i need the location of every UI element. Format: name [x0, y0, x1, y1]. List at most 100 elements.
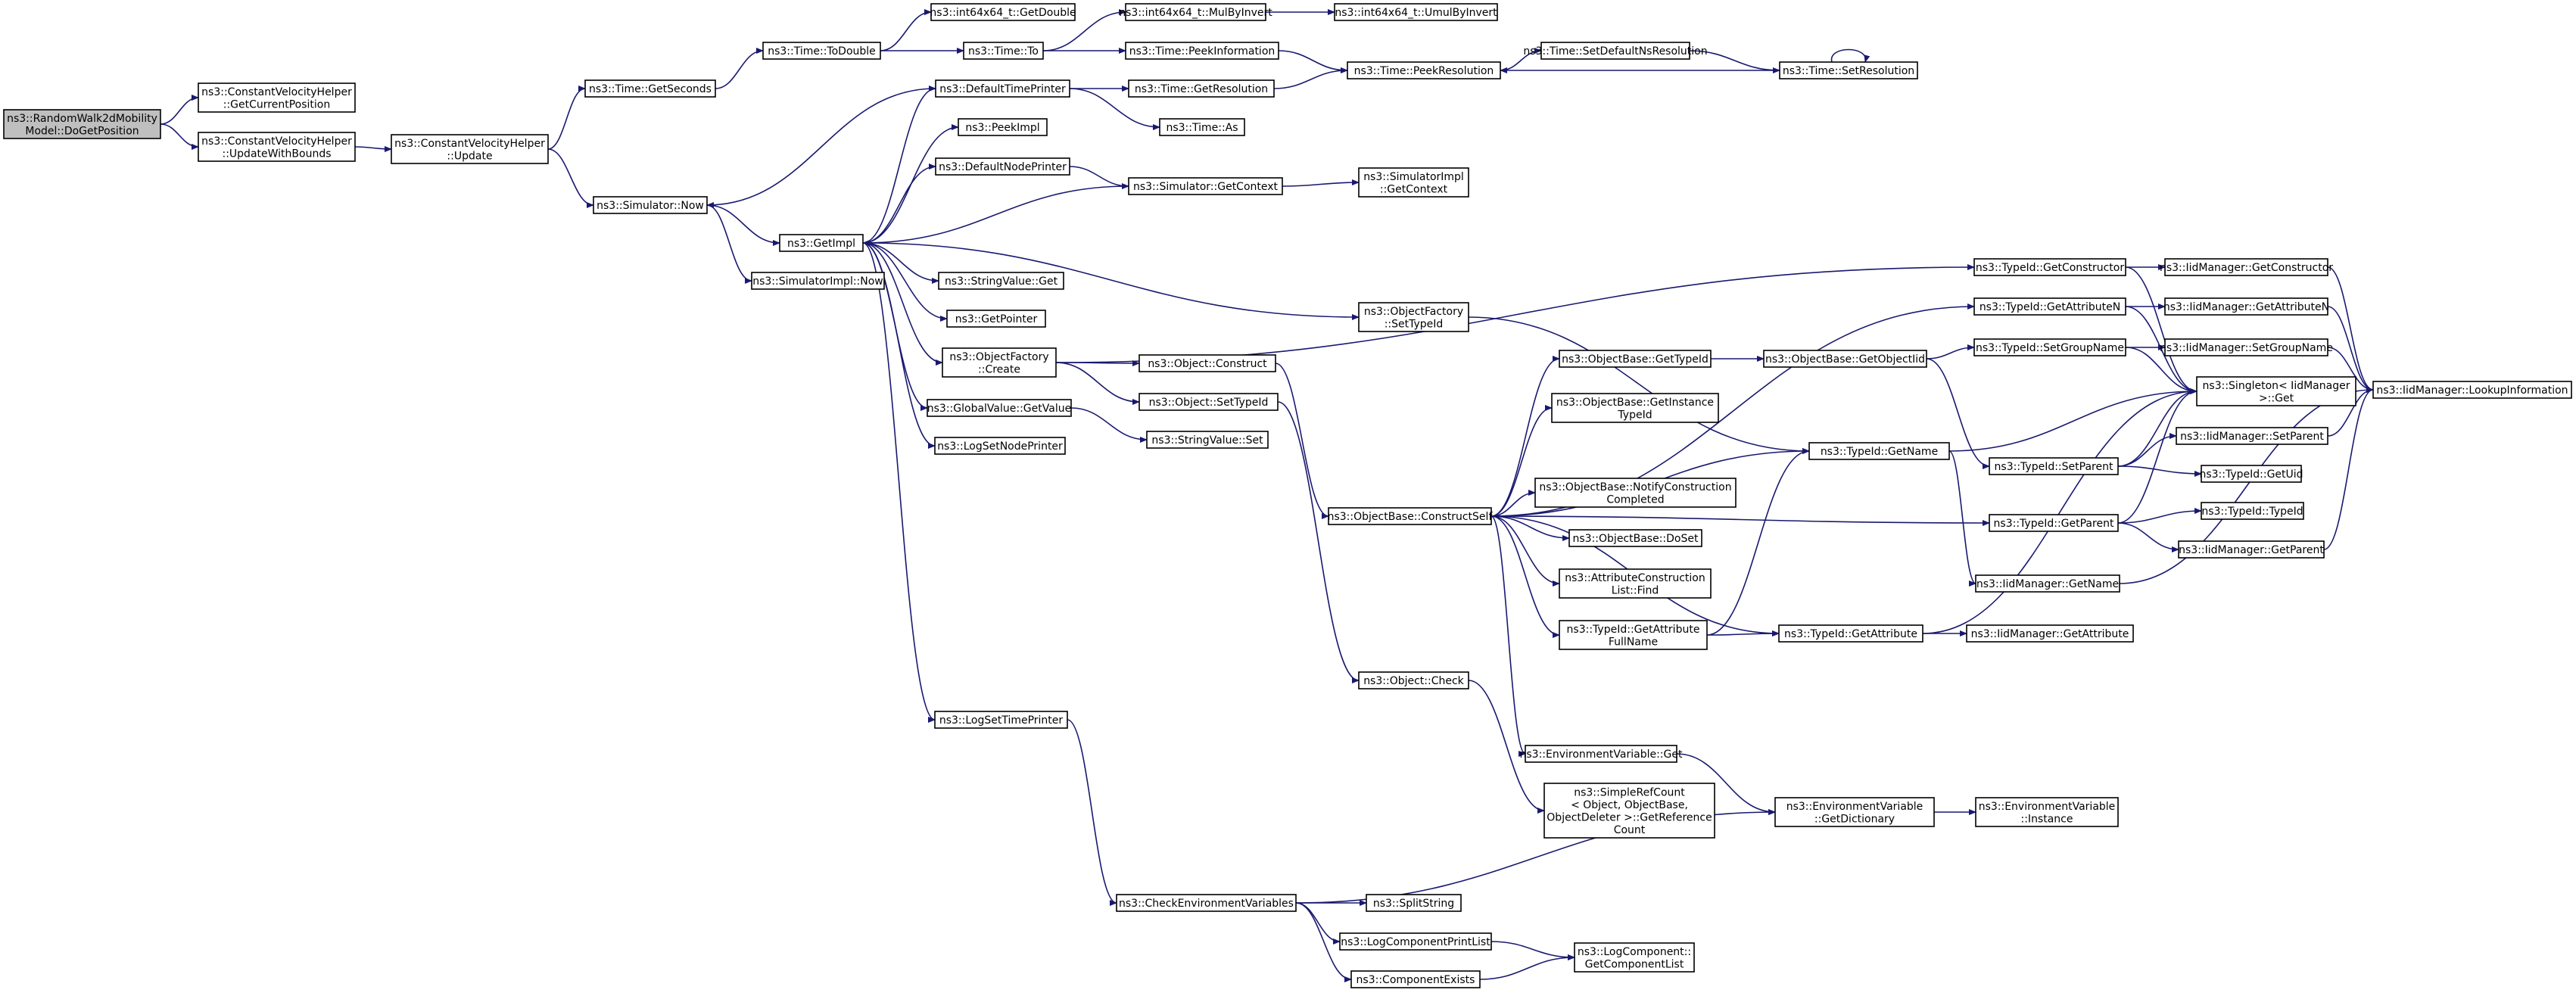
- graph-node-n55[interactable]: ns3::IidManager::GetAttribute: [1966, 624, 2134, 643]
- graph-node-n50[interactable]: ns3::TypeId::GetAttributeN: [1973, 297, 2126, 316]
- graph-node-n24[interactable]: ns3::StringValue::Get: [938, 272, 1064, 290]
- node-box: [1128, 79, 1275, 98]
- graph-node-n58[interactable]: ns3::IidManager::SetGroupName: [2160, 338, 2333, 356]
- graph-node-n54[interactable]: ns3::IidManager::GetName: [1975, 574, 2120, 593]
- graph-node-n49[interactable]: ns3::TypeId::GetConstructor: [1973, 258, 2126, 276]
- node-label: >::Get: [2259, 392, 2294, 404]
- graph-node-n65[interactable]: ns3::CheckEnvironmentVariables: [1116, 894, 1297, 912]
- graph-node-n64[interactable]: ns3::IidManager::LookupInformation: [2372, 381, 2572, 399]
- node-box: [963, 42, 1044, 60]
- node-label: ns3::SimulatorImpl::Now: [752, 275, 883, 288]
- graph-node-n22[interactable]: ns3::GetImpl: [779, 234, 864, 252]
- node-label: GetComponentList: [1585, 958, 1684, 970]
- graph-node-n44[interactable]: ns3::ObjectBase::GetObjectIid: [1763, 350, 1927, 368]
- graph-node-n5[interactable]: ns3::Simulator::Now: [593, 196, 708, 214]
- graph-node-n10[interactable]: ns3::int64x64_t::UmulByInvert: [1334, 3, 1498, 21]
- call-edge: [1926, 358, 1990, 469]
- node-label: ::Create: [978, 363, 1020, 375]
- graph-node-n3[interactable]: ns3::ConstantVelocityHelper::Update: [391, 134, 549, 164]
- graph-node-n43[interactable]: ns3::SimpleRefCount< Object, ObjectBase,…: [1543, 783, 1715, 839]
- call-edge: [160, 95, 199, 125]
- node-box: [1358, 167, 1469, 198]
- graph-node-n42[interactable]: ns3::EnvironmentVariable::Get: [1520, 745, 1683, 763]
- node-box: [1347, 61, 1501, 79]
- node-label: ns3::IidManager::GetAttributeN: [2163, 301, 2329, 313]
- graph-node-n33[interactable]: ns3::ObjectFactory::SetTypeId: [1358, 302, 1469, 332]
- node-box: [1138, 354, 1276, 372]
- graph-node-n32[interactable]: ns3::StringValue::Set: [1146, 431, 1269, 449]
- graph-node-n53[interactable]: ns3::TypeId::GetParent: [1989, 514, 2119, 532]
- node-label: ns3::SplitString: [1373, 898, 1454, 910]
- node-box: [762, 42, 881, 60]
- graph-node-n9[interactable]: ns3::int64x64_t::MulByInvert: [1119, 3, 1272, 21]
- call-edge: [1069, 166, 1129, 189]
- graph-node-n16[interactable]: ns3::Time::GetResolution: [1128, 79, 1275, 98]
- graph-node-n27[interactable]: ns3::GlobalValue::GetValue: [927, 399, 1072, 417]
- graph-node-n18[interactable]: ns3::PeekImpl: [958, 118, 1048, 136]
- graph-node-n2[interactable]: ns3::ConstantVelocityHelper::UpdateWithB…: [198, 132, 356, 162]
- graph-node-n8[interactable]: ns3::Time::To: [963, 42, 1044, 60]
- graph-node-n56[interactable]: ns3::IidManager::GetConstructor: [2160, 258, 2333, 276]
- graph-node-n29[interactable]: ns3::LogSetTimePrinter: [934, 711, 1068, 729]
- graph-node-n28[interactable]: ns3::LogSetNodePrinter: [934, 437, 1066, 455]
- graph-node-n14[interactable]: ns3::Time::SetResolution: [1779, 61, 1918, 79]
- node-label: ns3::LogSetTimePrinter: [939, 714, 1064, 727]
- graph-node-n30[interactable]: ns3::Object::Construct: [1138, 354, 1276, 372]
- node-label: ns3::Simulator::Now: [596, 200, 704, 212]
- graph-node-n68[interactable]: ns3::ComponentExists: [1350, 970, 1481, 988]
- call-edge: [354, 145, 392, 152]
- graph-node-n31[interactable]: ns3::Object::SetTypeId: [1138, 393, 1279, 411]
- graph-node-n15[interactable]: ns3::DefaultTimePrinter: [935, 79, 1070, 98]
- graph-node-n66[interactable]: ns3::SplitString: [1366, 894, 1462, 912]
- node-box: [1989, 457, 2119, 475]
- node-label: ::UpdateWithBounds: [222, 148, 331, 160]
- graph-node-n26[interactable]: ns3::ObjectFactory::Create: [942, 347, 1057, 378]
- node-box: [1559, 620, 1708, 650]
- node-box: [198, 132, 356, 162]
- graph-node-n25[interactable]: ns3::GetPointer: [946, 310, 1046, 328]
- graph-node-n39[interactable]: ns3::ObjectBase::DoSet: [1568, 529, 1702, 547]
- graph-node-n57[interactable]: ns3::IidManager::GetAttributeN: [2163, 297, 2329, 316]
- graph-node-n1[interactable]: ns3::ConstantVelocityHelper::GetCurrentP…: [198, 82, 356, 113]
- graph-node-n0[interactable]: ns3::RandomWalk2dMobilityModel::DoGetPos…: [3, 109, 161, 139]
- graph-node-n23[interactable]: ns3::SimulatorImpl::Now: [751, 272, 885, 290]
- graph-node-n52[interactable]: ns3::TypeId::SetParent: [1989, 457, 2119, 475]
- node-box: [1525, 745, 1677, 763]
- graph-node-n12[interactable]: ns3::Time::PeekResolution: [1347, 61, 1501, 79]
- graph-node-n63[interactable]: ns3::IidManager::GetParent: [2178, 540, 2325, 559]
- graph-node-n6[interactable]: ns3::Time::ToDouble: [762, 42, 881, 60]
- graph-node-n17[interactable]: ns3::Time::As: [1159, 118, 1245, 136]
- graph-node-n45[interactable]: ns3::TypeId::GetName: [1808, 442, 1950, 460]
- graph-node-n20[interactable]: ns3::Simulator::GetContext: [1128, 177, 1283, 195]
- graph-node-n7[interactable]: ns3::int64x64_t::GetDouble: [930, 3, 1076, 21]
- graph-node-n61[interactable]: ns3::TypeId::GetUid: [2199, 465, 2303, 483]
- graph-node-n11[interactable]: ns3::Time::PeekInformation: [1125, 42, 1279, 60]
- graph-node-n21[interactable]: ns3::SimulatorImpl::GetContext: [1358, 167, 1469, 198]
- graph-node-n59[interactable]: ns3::Singleton< IidManager>::Get: [2196, 376, 2356, 406]
- graph-node-n47[interactable]: ns3::EnvironmentVariable::GetDictionary: [1774, 797, 1935, 827]
- graph-node-n35[interactable]: ns3::Object::Check: [1358, 671, 1469, 689]
- graph-node-n19[interactable]: ns3::DefaultNodePrinter: [935, 157, 1070, 176]
- graph-node-n51[interactable]: ns3::TypeId::SetGroupName: [1973, 338, 2126, 356]
- graph-node-n67[interactable]: ns3::LogComponentPrintList: [1339, 932, 1492, 951]
- node-label: ns3::TypeId::GetUid: [2199, 468, 2303, 481]
- graph-node-n38[interactable]: ns3::ObjectBase::NotifyConstructionCompl…: [1534, 478, 1737, 508]
- node-label: ns3::TypeId::TypeId: [2201, 506, 2303, 518]
- graph-node-n69[interactable]: ns3::LogComponent::GetComponentList: [1574, 942, 1695, 973]
- graph-node-n36[interactable]: ns3::ObjectBase::GetTypeId: [1559, 350, 1712, 368]
- graph-node-n46[interactable]: ns3::TypeId::GetAttribute: [1778, 624, 1923, 643]
- node-label: FullName: [1609, 636, 1658, 648]
- graph-node-n48[interactable]: ns3::EnvironmentVariable::Instance: [1975, 797, 2119, 827]
- graph-node-n4[interactable]: ns3::Time::GetSeconds: [584, 79, 716, 98]
- node-box: [1138, 393, 1279, 411]
- node-box: [1146, 431, 1269, 449]
- graph-node-n62[interactable]: ns3::TypeId::TypeId: [2201, 502, 2304, 520]
- graph-node-n13[interactable]: ns3::Time::SetDefaultNsResolution: [1523, 42, 1708, 60]
- graph-node-n34[interactable]: ns3::ObjectBase::ConstructSelf: [1328, 507, 1494, 525]
- graph-node-n60[interactable]: ns3::IidManager::SetParent: [2176, 427, 2328, 445]
- call-edge: [1676, 753, 1776, 815]
- call-edge: [862, 185, 1129, 246]
